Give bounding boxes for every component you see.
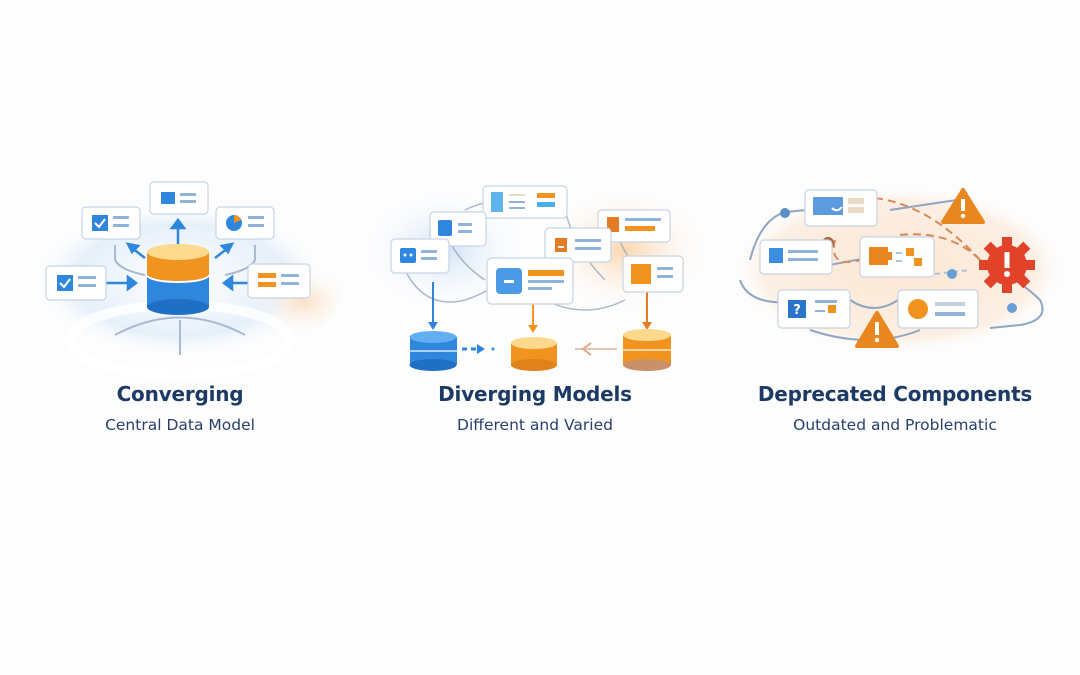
card-icon	[597, 209, 671, 243]
error-gear-icon	[979, 237, 1035, 293]
card-icon	[804, 189, 878, 227]
card-icon	[390, 238, 450, 274]
card-icon	[759, 239, 833, 275]
panel-deprecated: ?	[720, 150, 1070, 450]
checkbox-card-icon	[81, 206, 141, 240]
panel-subtitle: Central Data Model	[105, 416, 255, 434]
node-dot	[780, 208, 790, 218]
database-icon	[147, 244, 209, 315]
panel-diverging: Diverging Models Different and Varied	[365, 150, 705, 450]
database-icon	[409, 331, 457, 371]
warning-icon	[855, 311, 899, 348]
database-icon	[623, 329, 671, 371]
checkbox-card-icon	[45, 265, 107, 301]
panel-subtitle: Different and Varied	[457, 416, 613, 434]
diverging-illustration	[365, 185, 705, 371]
list-card-icon	[247, 263, 311, 299]
svg-text:?: ?	[793, 303, 801, 318]
card-top	[149, 181, 209, 215]
card-icon	[486, 257, 574, 305]
deprecated-illustration: ?	[730, 185, 1070, 355]
node-dot	[947, 269, 957, 279]
database-icon	[511, 337, 557, 371]
card-icon	[859, 236, 935, 278]
panel-title: Deprecated Components	[757, 382, 1033, 406]
card-icon	[897, 289, 979, 329]
card-icon	[429, 211, 487, 247]
card-icon	[622, 255, 684, 293]
card-icon	[482, 185, 568, 219]
card-icon	[544, 227, 612, 263]
panel-title: Converging	[116, 382, 244, 406]
panel-subtitle: Outdated and Problematic	[793, 416, 997, 434]
node-dot	[1007, 303, 1017, 313]
chart-card-icon	[215, 206, 275, 240]
converging-illustration	[30, 181, 340, 380]
arrow-icon	[428, 282, 652, 356]
panel-title: Diverging Models	[438, 382, 632, 406]
question-icon: ?	[777, 289, 851, 329]
panel-converging: Converging Central Data Model	[20, 150, 340, 450]
warning-icon	[941, 188, 985, 224]
